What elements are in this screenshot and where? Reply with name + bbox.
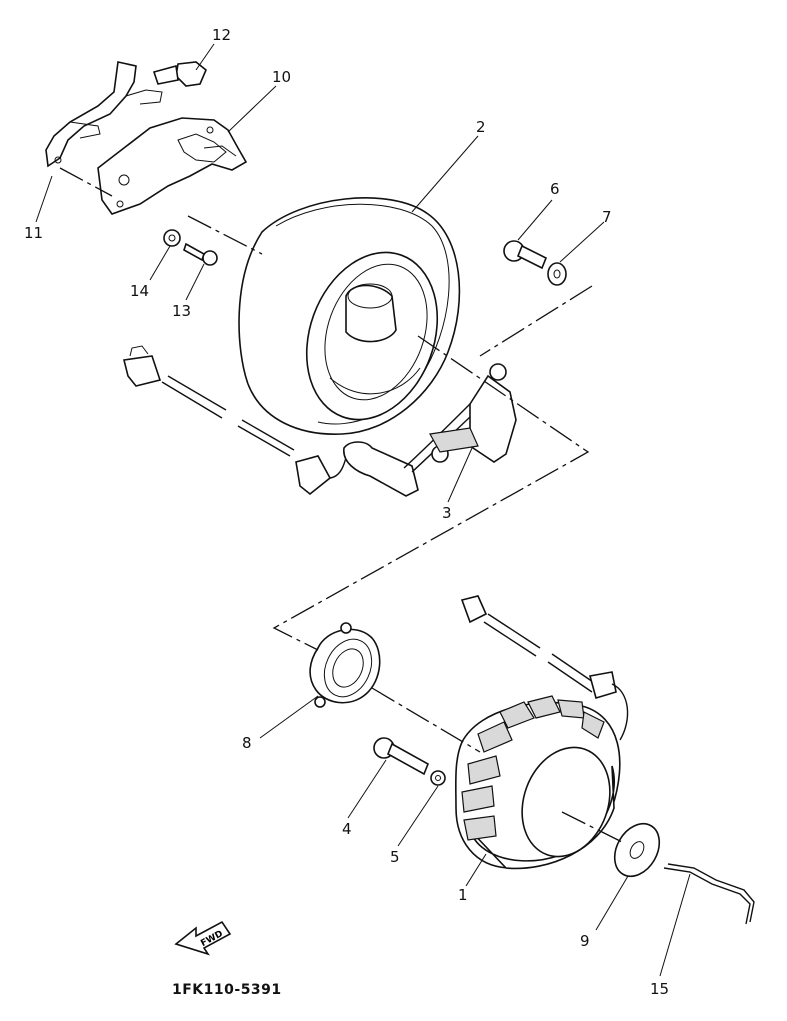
callout-14: 14 [130, 282, 149, 300]
callout-7: 7 [602, 208, 612, 226]
screw-12 [152, 61, 207, 87]
callout-labels: 12 10 11 14 13 2 6 7 3 8 4 5 1 9 15 [24, 26, 669, 998]
callout-9: 9 [580, 932, 590, 950]
callout-3: 3 [442, 504, 452, 522]
pickup-coil-assembly [123, 345, 517, 497]
callout-4: 4 [342, 820, 352, 838]
washer-9 [613, 822, 661, 878]
callout-2: 2 [476, 118, 486, 136]
stator-coil [454, 595, 629, 870]
callout-13: 13 [172, 302, 191, 320]
flywheel-rotor [238, 197, 461, 435]
stator-poles [461, 695, 605, 841]
washer-14 [163, 229, 181, 247]
callout-1: 1 [458, 886, 468, 904]
pickup-bracket [45, 61, 163, 168]
callout-6: 6 [550, 180, 560, 198]
callout-8: 8 [242, 734, 252, 752]
callout-10: 10 [272, 68, 291, 86]
forward-direction-arrow: FWD [174, 920, 232, 956]
drawing-code: 1FK110-5391 [172, 982, 282, 998]
assembly-center-lines [59, 167, 623, 843]
cover-gasket-8 [309, 622, 381, 708]
callout-12: 12 [212, 26, 231, 44]
callout-5: 5 [390, 848, 400, 866]
clamp-pin-15 [663, 863, 755, 925]
callout-11: 11 [24, 224, 43, 242]
callout-15: 15 [650, 980, 669, 998]
bolt-13 [183, 242, 218, 266]
washer-5 [430, 770, 446, 786]
leader-lines [35, 43, 691, 977]
bolt-4 [373, 737, 430, 776]
pickup-coil-plate [97, 117, 248, 215]
bolt-6 [503, 240, 548, 270]
washer-7 [547, 262, 567, 286]
